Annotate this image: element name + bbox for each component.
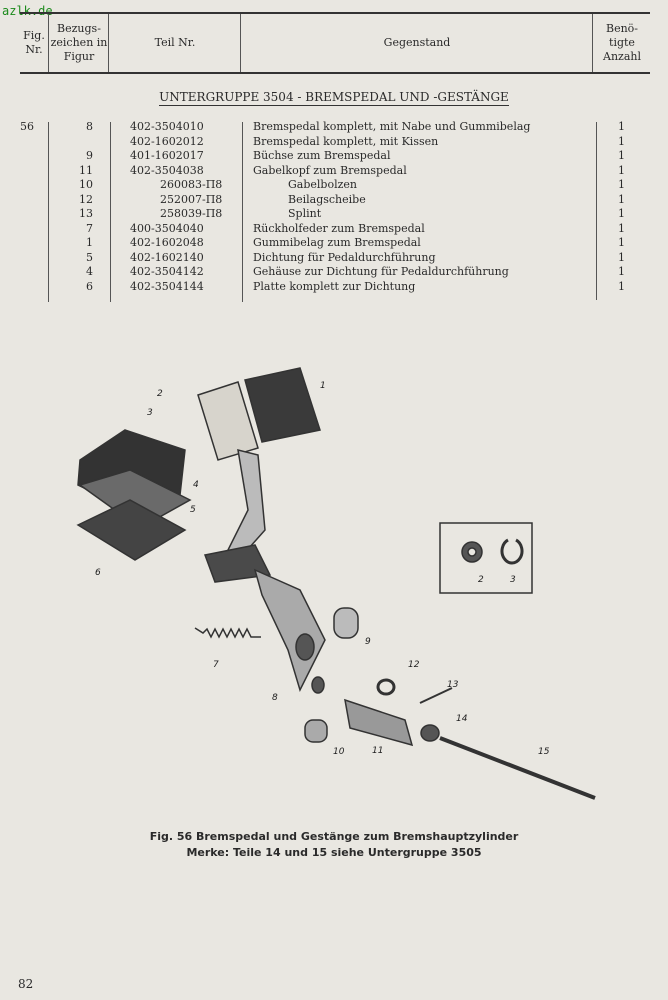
watermark: azlk.de xyxy=(2,4,53,18)
divider xyxy=(596,122,597,300)
ref-cell: 12 xyxy=(79,192,93,206)
ref-cell: 9 xyxy=(86,149,93,162)
part-number: 400-3504040 xyxy=(130,221,204,235)
inset-callout-3: 3 xyxy=(510,575,516,585)
callout-2: 2 xyxy=(157,389,163,399)
part-number: 260083-П8 xyxy=(160,178,223,191)
callout-9: 9 xyxy=(365,637,371,647)
ref-cell: 4 xyxy=(86,265,93,278)
figure-caption: Fig. 56 Bremspedal und Gestänge zum Brem… xyxy=(149,830,519,843)
description: Büchse zum Bremspedal xyxy=(253,149,391,162)
part-number: 402-1602048 xyxy=(130,236,204,249)
header-teil: Teil Nr. xyxy=(108,14,241,72)
table-row: 402-1602012 Bremspedal komplett, mit Kiss… xyxy=(0,135,668,150)
description: Bremspedal komplett, mit Nabe und Gummib… xyxy=(253,120,531,133)
ref-cell: 10 xyxy=(79,178,93,191)
quantity: 1 xyxy=(618,163,625,177)
callout-12: 12 xyxy=(408,660,420,670)
table-row: 10 260083-П8 Gabelbolzen 1 xyxy=(0,178,668,193)
part-number: 402-3504142 xyxy=(130,265,204,278)
quantity: 1 xyxy=(618,221,625,235)
quantity: 1 xyxy=(618,192,625,206)
callout-10: 10 xyxy=(333,747,345,757)
divider xyxy=(48,122,49,302)
ref-cell: 5 xyxy=(86,250,93,264)
inset-box xyxy=(439,522,533,594)
ref-cell: 6 xyxy=(86,279,93,293)
description: Platte komplett zur Dichtung xyxy=(253,279,416,293)
description: Gehäuse zur Dichtung für Pedaldurchführu… xyxy=(253,265,509,278)
callout-8: 8 xyxy=(272,693,278,703)
table-row: 9 401-1602017 Büchse zum Bremspedal 1 xyxy=(0,149,668,164)
callout-1: 1 xyxy=(320,381,326,391)
ref-cell: 7 xyxy=(86,221,93,235)
divider xyxy=(110,122,111,302)
table-row: 5 402-1602140 Dichtung für Pedaldurchführu… xyxy=(0,251,668,266)
description: Rückholfeder zum Bremspedal xyxy=(253,221,425,235)
callout-5: 5 xyxy=(190,505,196,515)
ref-cell: 1 xyxy=(86,236,93,249)
quantity: 1 xyxy=(618,236,625,249)
description: Gabelbolzen xyxy=(288,178,357,191)
table-row: 1 402-1602048 Gummibelag zum Bremspedal 1 xyxy=(0,236,668,251)
table-row: 7 400-3504040 Rückholfeder zum Bremspedal 1 xyxy=(0,222,668,237)
part-number: 258039-П8 xyxy=(160,207,223,220)
quantity: 1 xyxy=(618,120,625,133)
part-number: 402-1602140 xyxy=(130,250,204,264)
quantity: 1 xyxy=(618,279,625,293)
callout-11: 11 xyxy=(372,746,383,756)
callout-7: 7 xyxy=(213,660,219,670)
exploded-drawing: 1 2 3 4 5 6 7 8 9 10 11 12 13 14 15 2 3 xyxy=(76,367,596,800)
description: Splint xyxy=(288,207,322,220)
fig-number: 56 xyxy=(20,120,34,133)
table-row: 4 402-3504142 Gehäuse zur Dichtung für Ped… xyxy=(0,265,668,280)
part-number: 402-3504144 xyxy=(130,279,204,293)
callout-14: 14 xyxy=(456,714,468,724)
quantity: 1 xyxy=(618,250,625,264)
table-row: 11 402-3504038 Gabelkopf zum Bremspedal 1 xyxy=(0,164,668,179)
divider xyxy=(242,122,243,302)
part-number: 402-3504038 xyxy=(130,163,204,177)
description: Gabelkopf zum Bremspedal xyxy=(253,163,407,177)
header-gegenstand: Gegenstand xyxy=(240,14,593,72)
ref-cell: 13 xyxy=(79,207,93,220)
table-header: Fig. Nr. Bezugs- zeichen in Figur Teil N… xyxy=(20,12,650,74)
ref-cell: 8 xyxy=(86,120,93,133)
table-row: 8 402-3504010 Bremspedal komplett, mit Nab… xyxy=(0,120,668,135)
figure-note: Merke: Teile 14 und 15 siehe Untergruppe… xyxy=(186,846,482,859)
callout-15: 15 xyxy=(538,747,550,757)
description: Bremspedal komplett, mit Kissen xyxy=(253,134,439,148)
table-row: 12 252007-П8 Beilagscheibe 1 xyxy=(0,193,668,208)
header-bezug: Bezugs- zeichen in Figur xyxy=(48,14,109,72)
callout-6: 6 xyxy=(95,568,101,578)
quantity: 1 xyxy=(618,207,625,220)
subgroup-title: UNTERGRUPPE 3504 - BREMSPEDAL UND -GESTÄ… xyxy=(0,90,668,106)
quantity: 1 xyxy=(618,265,625,278)
part-number: 252007-П8 xyxy=(160,192,223,206)
header-fig: Fig. Nr. xyxy=(23,29,45,56)
part-number: 402-1602012 xyxy=(130,134,204,148)
table-row: 6 402-3504144 Platte komplett zur Dichtung… xyxy=(0,280,668,295)
table-row: 13 258039-П8 Splint 1 xyxy=(0,207,668,222)
description: Dichtung für Pedaldurchführung xyxy=(253,250,436,264)
fig-number-row: 56 xyxy=(0,120,668,135)
inset-callout-2: 2 xyxy=(478,575,484,585)
part-number: 401-1602017 xyxy=(130,149,204,162)
header-anzahl: Benö- tigte Anzahl xyxy=(592,14,651,72)
description: Gummibelag zum Bremspedal xyxy=(253,236,421,249)
quantity: 1 xyxy=(618,178,625,191)
part-number: 402-3504010 xyxy=(130,120,204,133)
description: Beilagscheibe xyxy=(288,192,366,206)
ref-cell: 11 xyxy=(79,163,93,177)
quantity: 1 xyxy=(618,134,625,148)
quantity: 1 xyxy=(618,149,625,162)
callout-13: 13 xyxy=(447,680,459,690)
callout-3: 3 xyxy=(147,408,153,418)
page-number: 82 xyxy=(18,977,34,991)
callout-4: 4 xyxy=(193,480,199,490)
subgroup-text: UNTERGRUPPE 3504 - BREMSPEDAL UND -GESTÄ… xyxy=(159,90,509,106)
